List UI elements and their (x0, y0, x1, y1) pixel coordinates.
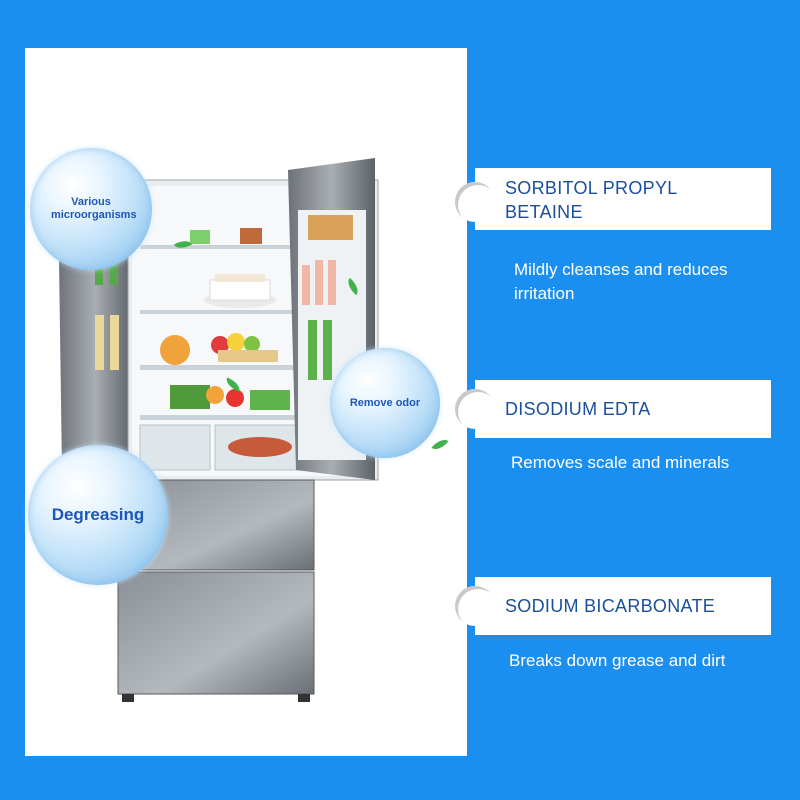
ingredient-title: BETAINE (505, 202, 583, 222)
ingredient-description: irritation (514, 284, 575, 303)
bubble-label: Remove odor (349, 396, 421, 409)
bubble-microorganisms: Various microorganisms (30, 148, 152, 270)
bubble-label: Degreasing (51, 505, 145, 525)
bubble-degreasing: Degreasing (28, 445, 168, 585)
bubble-label: Various microorganisms (51, 196, 137, 221)
ingredient-title: DISODIUM EDTA (505, 399, 651, 419)
refrigerator-illustration (58, 158, 379, 702)
bubble-remove-odor: Remove odor (330, 348, 440, 458)
ingredient-description: Mildly cleanses and reduces (514, 260, 728, 279)
ingredient-title: SORBITOL PROPYL (505, 178, 678, 198)
circle-icon (455, 586, 495, 626)
lower-drawer (117, 571, 315, 695)
ingredient-title: SODIUM BICARBONATE (505, 596, 716, 616)
ingredient-band: DISODIUM EDTA (455, 380, 771, 438)
circle-icon (455, 182, 495, 222)
circle-icon (455, 389, 495, 429)
ingredient-band: SODIUM BICARBONATE (455, 577, 771, 635)
ingredient-band: SORBITOL PROPYL BETAINE (455, 168, 771, 230)
ingredient-description: Removes scale and minerals (511, 453, 730, 472)
ingredient-description: Breaks down grease and dirt (509, 651, 726, 670)
